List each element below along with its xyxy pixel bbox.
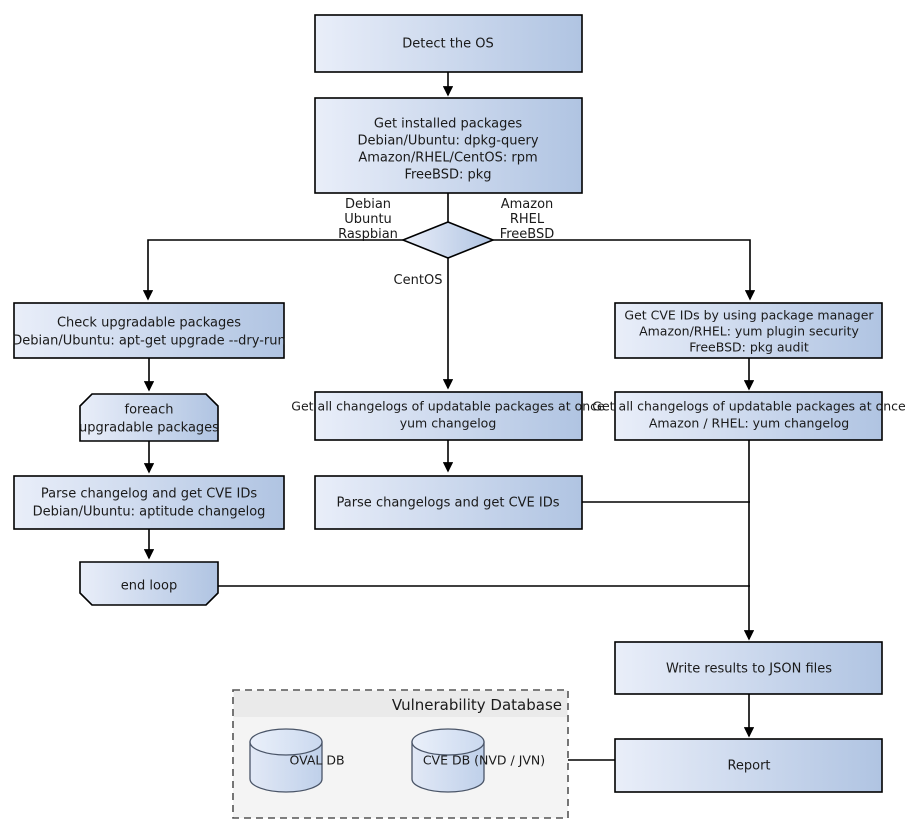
get-cve-ids-line-1: Get CVE IDs by using package manager xyxy=(624,308,874,323)
node-end-loop[interactable]: end loop xyxy=(79,561,219,606)
left-branch-line-2: Ubuntu xyxy=(344,212,392,227)
node-write-results[interactable]: Write results to JSON files xyxy=(614,641,883,695)
vulnerability-database-group: Vulnerability Database OVAL DB CVE DB (N… xyxy=(232,689,569,819)
cve-db-top xyxy=(411,728,485,756)
oval-db-label: OVAL DB xyxy=(289,753,344,768)
foreach-loop-box[interactable] xyxy=(79,393,219,442)
oval-db-top xyxy=(249,728,323,756)
edge-label-right-branch: Amazon RHEL FreeBSD xyxy=(500,197,555,242)
node-os-decision[interactable] xyxy=(400,221,496,259)
get-installed-packages-line-4: FreeBSD: pkg xyxy=(404,168,491,183)
vulndb-group-title: Vulnerability Database xyxy=(392,696,562,714)
detect-os-label: Detect the OS xyxy=(402,37,493,52)
detect-os-box[interactable] xyxy=(314,14,583,73)
parse-changelogs-centos-box[interactable] xyxy=(314,475,583,530)
right-branch-line-3: FreeBSD xyxy=(500,227,555,242)
database-cve-db: CVE DB (NVD / JVN) xyxy=(411,728,545,793)
get-installed-packages-box[interactable] xyxy=(314,97,583,194)
get-changelogs-rhel-line-1: Get all changelogs of updatable packages… xyxy=(592,399,906,414)
right-branch-line-2: RHEL xyxy=(510,212,545,227)
node-parse-changelog-debian[interactable]: Parse changelog and get CVE IDs Debian/U… xyxy=(13,475,285,530)
connector-decision-left xyxy=(142,239,403,301)
node-foreach-loop[interactable]: foreach upgradable packages xyxy=(79,393,219,442)
edge-label-down-branch: CentOS xyxy=(394,273,443,288)
parse-changelogs-centos-label: Parse changelogs and get CVE IDs xyxy=(336,496,559,511)
parse-changelog-debian-line-2: Debian/Ubuntu: aptitude changelog xyxy=(33,505,266,520)
database-oval-db: OVAL DB xyxy=(249,728,345,793)
connector-layer xyxy=(142,72,756,761)
get-installed-packages-line-2: Debian/Ubuntu: dpkg-query xyxy=(357,134,538,149)
node-get-installed-packages[interactable]: Get installed packages Debian/Ubuntu: dp… xyxy=(314,97,583,194)
foreach-loop-line-2: upgradable packages xyxy=(79,421,219,436)
node-report[interactable]: Report xyxy=(614,738,883,793)
left-branch-line-1: Debian xyxy=(345,197,391,212)
node-detect-os[interactable]: Detect the OS xyxy=(314,14,583,73)
node-parse-changelogs-centos[interactable]: Parse changelogs and get CVE IDs xyxy=(314,475,583,530)
node-check-upgradable-packages[interactable]: Check upgradable packages Debian/Ubuntu:… xyxy=(12,302,286,359)
node-get-changelogs-rhel[interactable]: Get all changelogs of updatable packages… xyxy=(592,391,906,441)
parse-changelog-debian-line-1: Parse changelog and get CVE IDs xyxy=(41,487,257,502)
connector-decision-right xyxy=(493,239,756,301)
oval-db-body xyxy=(249,741,323,793)
get-installed-packages-line-1: Get installed packages xyxy=(374,117,522,132)
check-upgradable-line-2: Debian/Ubuntu: apt-get upgrade --dry-run xyxy=(12,334,285,349)
end-loop-box[interactable] xyxy=(79,561,219,606)
os-decision-diamond[interactable] xyxy=(400,221,496,259)
get-cve-ids-box[interactable] xyxy=(614,302,883,359)
report-box[interactable] xyxy=(614,738,883,793)
vulndb-group-header xyxy=(234,691,567,717)
get-cve-ids-line-3: FreeBSD: pkg audit xyxy=(689,340,809,355)
get-changelogs-centos-line-2: yum changelog xyxy=(400,416,497,431)
cve-db-label: CVE DB (NVD / JVN) xyxy=(423,753,545,768)
report-label: Report xyxy=(727,759,770,774)
right-branch-line-1: Amazon xyxy=(501,197,554,212)
left-branch-line-3: Raspbian xyxy=(338,227,398,242)
parse-changelog-debian-box[interactable] xyxy=(13,475,285,530)
cve-db-body xyxy=(411,741,485,793)
get-cve-ids-line-2: Amazon/RHEL: yum plugin security xyxy=(639,324,859,339)
get-changelogs-centos-box[interactable] xyxy=(314,391,583,441)
node-get-changelogs-centos[interactable]: Get all changelogs of updatable packages… xyxy=(291,391,605,441)
get-changelogs-rhel-box[interactable] xyxy=(614,391,883,441)
node-get-cve-ids-package-manager[interactable]: Get CVE IDs by using package manager Ama… xyxy=(614,302,883,359)
write-results-box[interactable] xyxy=(614,641,883,695)
foreach-loop-line-1: foreach xyxy=(125,403,174,418)
edge-label-left-branch: Debian Ubuntu Raspbian xyxy=(338,197,398,242)
check-upgradable-box[interactable] xyxy=(13,302,285,359)
end-loop-label: end loop xyxy=(121,579,177,594)
write-results-label: Write results to JSON files xyxy=(666,662,832,677)
get-installed-packages-line-3: Amazon/RHEL/CentOS: rpm xyxy=(358,151,537,166)
get-changelogs-centos-line-1: Get all changelogs of updatable packages… xyxy=(291,399,605,414)
check-upgradable-line-1: Check upgradable packages xyxy=(57,316,241,331)
get-changelogs-rhel-line-2: Amazon / RHEL: yum changelog xyxy=(649,416,849,431)
